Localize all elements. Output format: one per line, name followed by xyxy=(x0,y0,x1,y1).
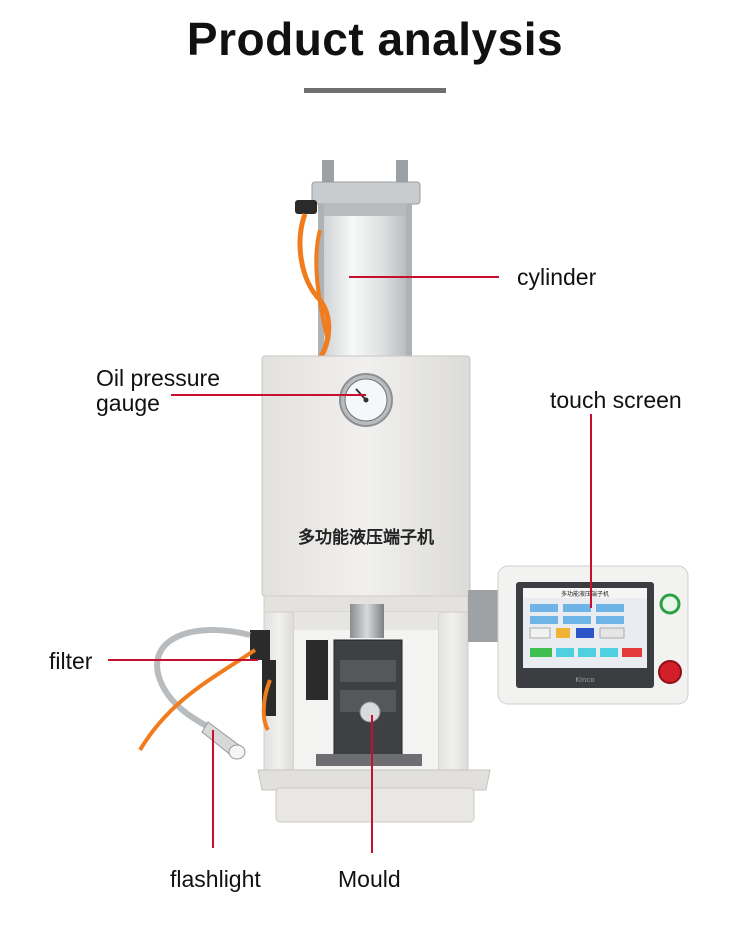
touch-screen-label: touch screen xyxy=(550,387,682,413)
oil-pressure-gauge-label-line1: Oil pressure xyxy=(96,365,220,391)
touch-screen: 多功能液压端子机 Kinco xyxy=(497,565,689,705)
title-underline xyxy=(304,88,446,93)
screen-header: 多功能液压端子机 xyxy=(561,590,609,598)
mould-label: Mould xyxy=(338,866,401,892)
start-button xyxy=(659,593,681,615)
emergency-stop-button xyxy=(658,660,682,684)
screen-brand: Kinco xyxy=(575,676,594,684)
cylinder-label: cylinder xyxy=(517,264,597,290)
flashlight-leader-line xyxy=(212,730,214,848)
machine-body: 多功能液压端子机 xyxy=(261,355,471,597)
flashlight-label: flashlight xyxy=(170,866,261,892)
gauge-leader-line xyxy=(171,394,366,396)
cylinder-leader-line xyxy=(349,276,499,278)
mould-leader-line xyxy=(371,715,373,853)
page-title: Product analysis xyxy=(186,13,564,65)
machine-label: 多功能液压端子机 xyxy=(298,527,434,548)
touch-screen-leader-line xyxy=(590,414,592,608)
cylinder xyxy=(295,160,421,361)
oil-pressure-gauge xyxy=(339,373,393,427)
oil-pressure-gauge-label-line2: gauge xyxy=(96,390,160,416)
flashlight xyxy=(154,627,251,760)
filter-leader-line xyxy=(108,659,258,661)
filter-label: filter xyxy=(49,648,93,674)
mould xyxy=(316,604,422,766)
